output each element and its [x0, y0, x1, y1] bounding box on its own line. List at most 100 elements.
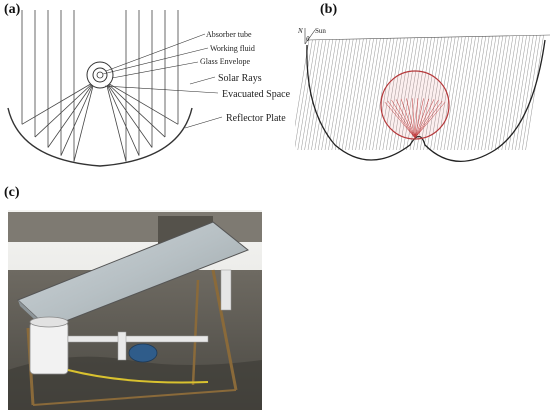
incident-ray [454, 36, 473, 151]
label-solar-rays: Solar Rays [218, 73, 262, 84]
incident-ray [331, 39, 350, 151]
focused-ray [414, 100, 443, 139]
focused-ray [406, 98, 416, 139]
incident-ray [399, 37, 418, 151]
incident-ray [515, 35, 534, 151]
incident-ray [471, 36, 490, 151]
incident-ray [505, 35, 524, 151]
focused-ray [414, 101, 446, 139]
leader-evacuated [104, 85, 219, 94]
focused-ray [411, 98, 416, 139]
incident-ray [392, 37, 412, 151]
incident-ray [352, 38, 371, 151]
cpc-schematic-diagram: Absorber tube Working fluid Glass Envelo… [7, 10, 291, 167]
reflector-curve [7, 107, 193, 167]
incident-ray [488, 35, 507, 151]
incident-ray [426, 37, 446, 151]
incident-ray [372, 38, 391, 151]
incident-ray [295, 39, 313, 148]
focused-ray [400, 98, 416, 139]
tank-lid [29, 316, 69, 328]
incident-ray [338, 38, 357, 151]
incident-ray [375, 38, 395, 151]
solar-rays-lines [21, 10, 179, 162]
aperture-line [306, 34, 550, 41]
sun-direction [304, 29, 316, 45]
sun-label: Sun [315, 27, 326, 35]
reflected-ray [105, 81, 166, 138]
incident-ray [328, 39, 347, 151]
label-evacuated-space: Evacuated Space [222, 89, 291, 100]
reflected-ray [105, 81, 140, 156]
incident-ray [464, 36, 483, 151]
incident-ray [420, 37, 439, 151]
leader-absorber [105, 33, 206, 72]
collector-photo [8, 210, 262, 410]
incident-ray [443, 36, 463, 151]
incident-ray [437, 36, 456, 151]
incident-ray [447, 36, 466, 151]
incident-ray [295, 39, 310, 127]
incident-ray [324, 39, 344, 151]
incident-ray [409, 37, 429, 151]
label-absorber-tube: Absorber tube [206, 30, 252, 39]
ray-trace-diagram: N θ Sun [295, 27, 550, 162]
incident-ray [494, 35, 514, 151]
north-label: N [297, 27, 303, 35]
pipe-riser [220, 269, 232, 311]
reflected-ray [21, 81, 95, 125]
frame-base [32, 389, 237, 406]
incident-ray [501, 35, 520, 151]
incident-ray [301, 39, 320, 151]
label-glass-envelope: Glass Envelope [200, 57, 250, 66]
incident-ray [396, 37, 415, 151]
incident-ray [508, 35, 527, 151]
incident-ray [345, 38, 364, 151]
incident-ray [403, 37, 422, 151]
focused-ray [414, 99, 435, 139]
reflected-ray [105, 81, 127, 162]
leader-reflector [184, 116, 223, 129]
incident-ray [474, 36, 493, 151]
incident-ray [511, 35, 531, 151]
incident-ray [355, 38, 374, 151]
incident-ray [304, 39, 323, 151]
incident-ray [440, 36, 459, 151]
receiver-envelope-circle [380, 70, 450, 140]
reflected-ray [60, 81, 95, 156]
incident-ray [297, 39, 316, 151]
absorber-tube-circle [92, 67, 108, 83]
frame-leg-3 [191, 279, 200, 386]
incident-ray [341, 38, 361, 151]
pipe-vertical [117, 331, 127, 361]
incident-ray [314, 39, 333, 151]
incident-ray [423, 37, 442, 151]
incident-ray [491, 35, 510, 151]
reflected-ray [73, 81, 95, 162]
incident-ray [369, 38, 388, 151]
incident-ray [379, 38, 398, 151]
focused-ray [387, 100, 416, 139]
incident-ray [358, 38, 378, 151]
panel-label-b: (b) [320, 2, 338, 17]
focused-ray [384, 101, 416, 139]
incident-ray [321, 39, 340, 151]
focused-ray [414, 98, 419, 139]
focused-ray [414, 99, 439, 139]
pipe-horizontal [67, 335, 209, 343]
label-working-fluid: Working fluid [210, 44, 255, 53]
leader-rays [189, 76, 216, 85]
incident-ray [481, 36, 500, 151]
focused-ray [414, 98, 424, 139]
incident-ray [311, 39, 330, 151]
incident-ray [477, 36, 497, 151]
storage-tank [29, 321, 69, 375]
reflected-ray [105, 81, 153, 148]
label-reflector-plate: Reflector Plate [226, 113, 286, 124]
frame-leg-2 [211, 269, 238, 391]
leader-glass [111, 61, 199, 79]
incident-ray [498, 35, 517, 151]
focused-ray [395, 99, 416, 139]
incident-ray [382, 38, 401, 151]
focused-ray [391, 99, 416, 139]
